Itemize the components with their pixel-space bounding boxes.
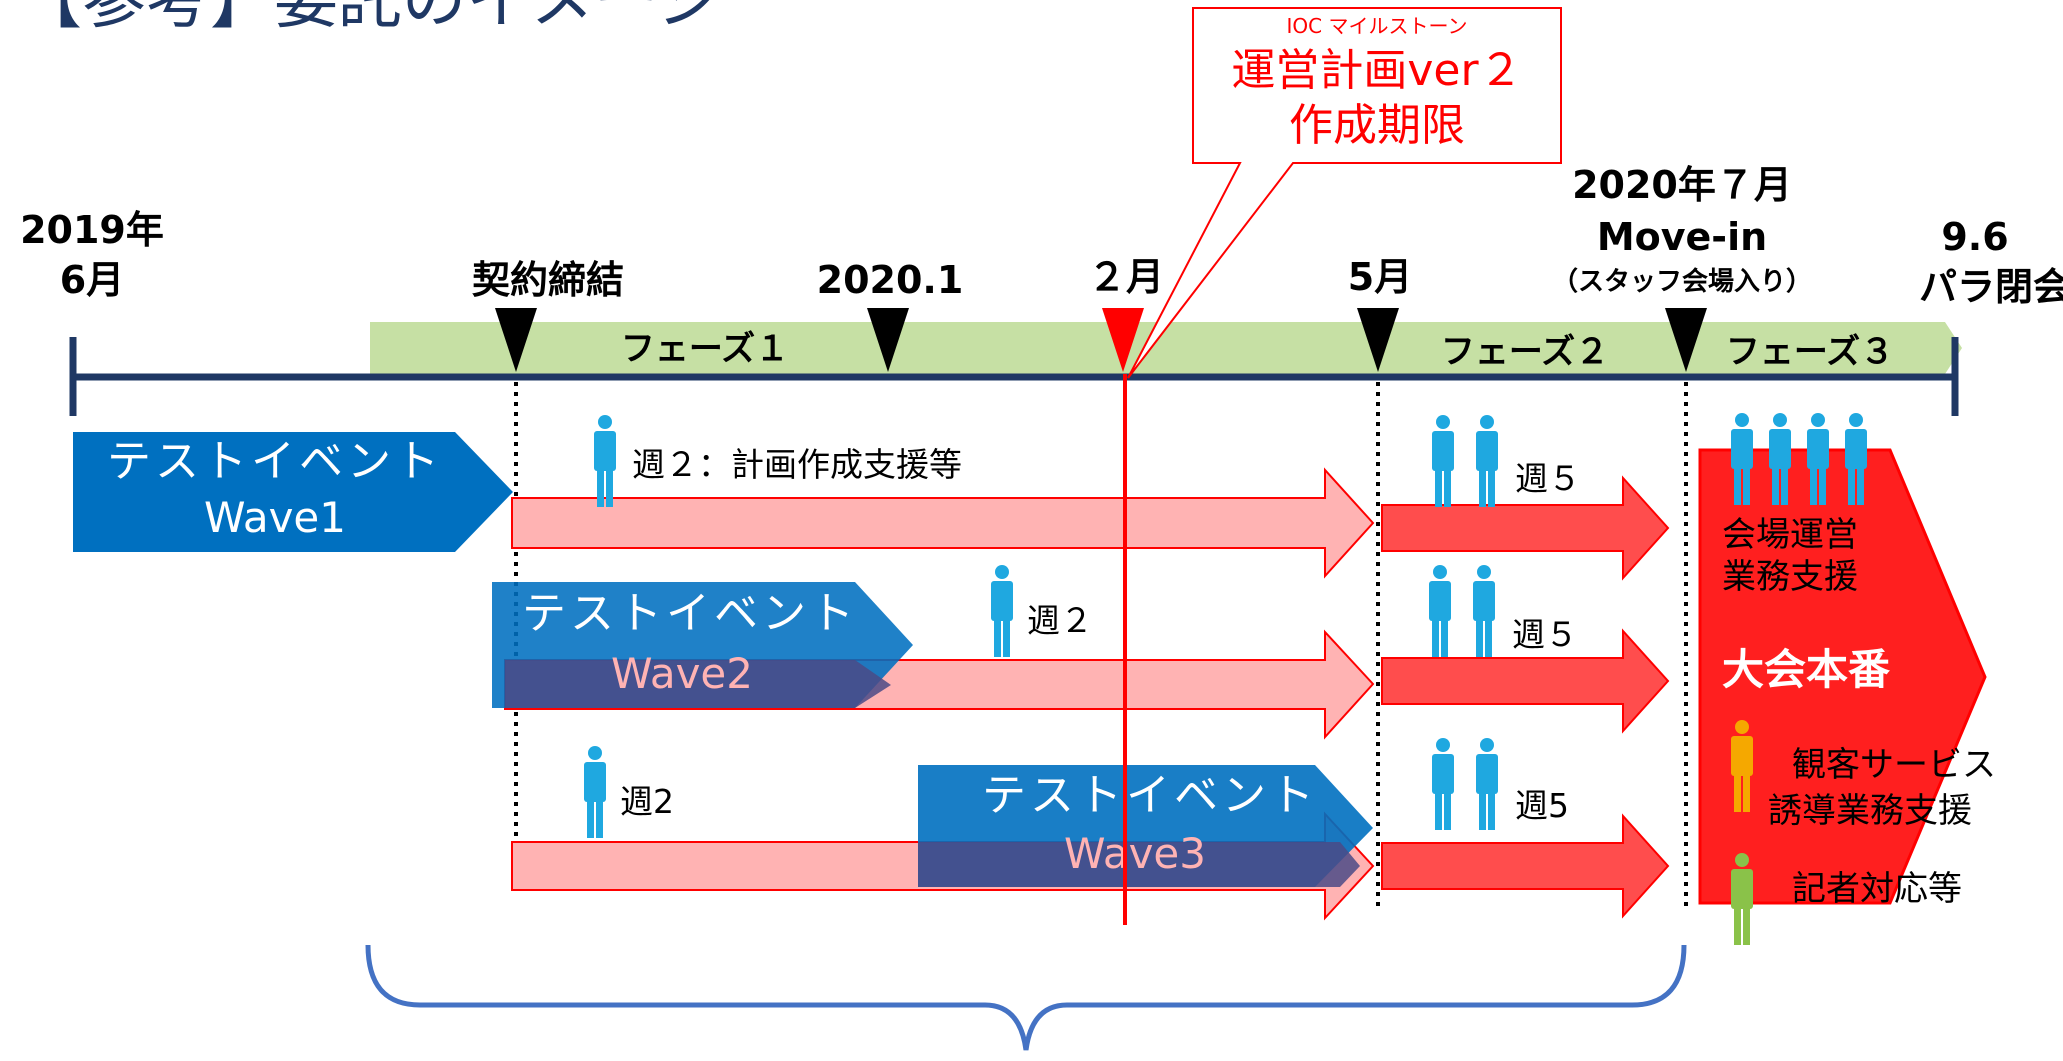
phase-3-label: フェーズ３ xyxy=(1726,332,1894,372)
wave2-line2: Wave2 xyxy=(611,649,753,698)
date-may: 5月 xyxy=(1348,255,1412,299)
wave1-box xyxy=(73,432,513,552)
person-icon xyxy=(1473,565,1495,657)
date-movein-line3: （スタッフ会場入り） xyxy=(1552,267,1812,297)
row1-phase2-label: 週５ xyxy=(1515,459,1581,498)
press-label: 記者対応等 xyxy=(1792,869,1962,909)
marker-contract xyxy=(495,308,537,372)
page-title: 【参考】委託のイメージ xyxy=(18,0,721,38)
phase-2-label: フェーズ２ xyxy=(1441,332,1609,372)
milestone-callout xyxy=(1127,7,1562,379)
spectator-line2: 誘導業務支援 xyxy=(1768,791,1972,831)
date-contract: 契約締結 xyxy=(472,258,624,302)
milestone-small: IOC マイルストーン xyxy=(1287,14,1468,38)
date-start-year: 2019年 xyxy=(20,208,164,252)
date-movein-line2: Move-in xyxy=(1597,215,1767,259)
games-main-label: 大会本番 xyxy=(1722,645,1890,694)
wave2-line1: テストイベント xyxy=(522,588,858,639)
bottom-brace xyxy=(365,944,1687,1051)
date-feb: ２月 xyxy=(1088,255,1164,299)
date-end-line2: パラ閉会 xyxy=(1919,265,2063,309)
wave1-line1: テストイベント xyxy=(107,436,443,487)
marker-may xyxy=(1357,308,1399,372)
wave3-line1: テストイベント xyxy=(982,770,1318,821)
person-icon xyxy=(1429,565,1451,657)
row3-staff-label: 週2 xyxy=(620,782,674,821)
person-icon xyxy=(1432,415,1454,507)
marker-feb xyxy=(1102,308,1144,372)
wave3-overlap xyxy=(918,842,1360,887)
wave3-line2: Wave3 xyxy=(1064,829,1206,878)
wave1-line2: Wave1 xyxy=(204,493,346,542)
marker-movein xyxy=(1665,308,1707,372)
person-icon xyxy=(1476,738,1498,830)
date-start-month: 6月 xyxy=(60,258,124,302)
date-movein-line1: 2020年７月 xyxy=(1572,163,1792,207)
wave2-overlap xyxy=(505,660,891,708)
venue-ops-line1: 会場運営 xyxy=(1722,515,1858,555)
venue-ops-line2: 業務支援 xyxy=(1722,557,1858,597)
red-arrows xyxy=(1381,475,1670,919)
row3-phase2-label: 週5 xyxy=(1515,786,1569,825)
milestone-line1: 運営計画ver２ xyxy=(1231,45,1522,96)
date-jan: 2020.1 xyxy=(817,258,964,302)
person-icon xyxy=(1432,738,1454,830)
person-icon xyxy=(584,746,606,838)
person-icon xyxy=(1476,415,1498,507)
milestone-line2: 作成期限 xyxy=(1289,100,1465,151)
row1-staff-label: 週２：計画作成支援等 xyxy=(632,445,962,484)
marker-jan xyxy=(867,308,909,372)
phase-1-label: フェーズ１ xyxy=(621,329,789,369)
row2-phase2-label: 週５ xyxy=(1512,615,1578,654)
person-icon xyxy=(991,565,1013,657)
spectator-line1: 観客サービス xyxy=(1792,745,1996,785)
timeline-axis xyxy=(69,337,1959,416)
person-icon xyxy=(594,415,616,507)
date-end-line1: 9.6 xyxy=(1941,215,2008,259)
row2-staff-label: 週２ xyxy=(1027,601,1093,640)
